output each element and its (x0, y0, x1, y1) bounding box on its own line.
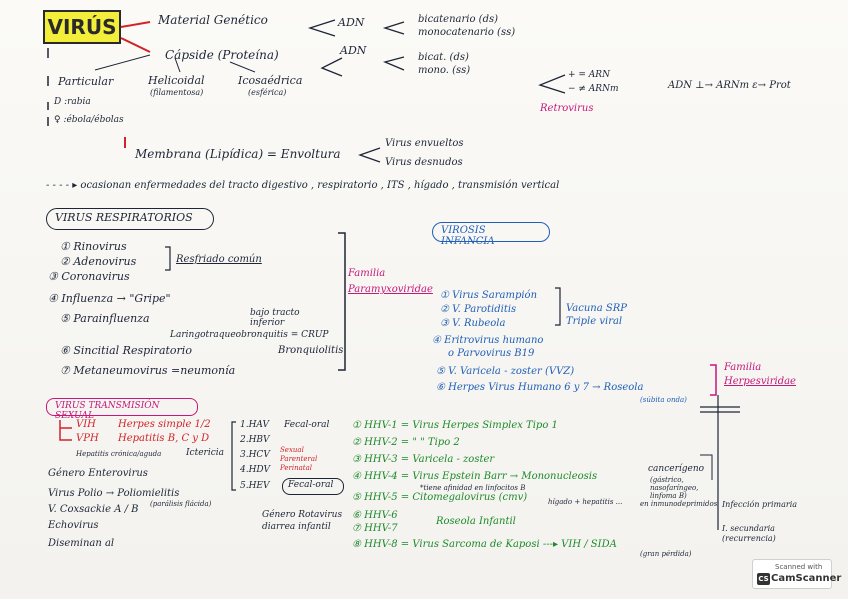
genero-rotavirus: Género Rotavirus (262, 510, 343, 520)
hhv-item-6: ⑥ HHV-6 (352, 510, 398, 521)
sida-sub: (gran pérdida) (640, 550, 692, 558)
inf-item-4b: o Parvovirus B19 (448, 348, 535, 359)
minus-arn: − ≠ ARNm (568, 84, 619, 94)
infancia-header: VIROSIS INFANCIA (432, 222, 550, 247)
inf-item-2: ② V. Parotiditis (440, 304, 517, 315)
diseases-line: - - - - ▸ ocasionan enfermedades del tra… (46, 180, 560, 191)
helicoidal: Helicoidal (148, 74, 205, 87)
coxsackie: V. Coxsackie A / B (48, 504, 139, 515)
familia-paramyxo-label: Familia (348, 268, 386, 279)
hepatitis: Hepatitis B, C y D (118, 433, 210, 444)
bajo-tracto: bajo tracto inferior (250, 308, 300, 328)
resp-item-1: ① Rinovirus (60, 240, 127, 253)
icosaedrica: Icosaédrica (238, 74, 303, 87)
genero-enterovirus: Género Enterovirus (48, 468, 148, 479)
resp-item-6: ⑥ Sincitial Respiratorio (60, 344, 192, 357)
resp-item-2: ② Adenovirus (60, 255, 137, 268)
roseola-sub: (súbita onda) (640, 396, 687, 404)
diarrea-infantil: diarrea infantil (262, 522, 331, 532)
fecal-oral-1: Fecal-oral (284, 420, 330, 430)
adn-label-1: ADN (338, 16, 365, 29)
hhv-item-1: ① HHV-1 = Virus Herpes Simplex Tipo 1 (352, 420, 558, 431)
resp-item-4: ④ Influenza → "Gripe" (48, 292, 171, 305)
resp-item-3: ③ Coronavirus (48, 270, 130, 283)
herpesviridae: Herpesviridae (724, 376, 796, 387)
camscanner-badge: Scanned with CS CamScanner (752, 559, 841, 589)
echovirus: Echovirus (48, 520, 99, 531)
rabia-note: D :rabia (54, 97, 91, 107)
hhv-item-2: ② HHV-2 = " " Tipo 2 (352, 437, 460, 448)
capside: Cápside (Proteína) (165, 48, 279, 62)
resp-item-7: ⑦ Metaneumovirus =neumonía (60, 364, 236, 377)
central-dogma: ADN ⊥→ ARNm ε→ Prot (668, 80, 791, 91)
hepatitis-note: Hepatitis crónica/aguda (76, 450, 162, 458)
herpes-simple: Herpes simple 1/2 (118, 419, 211, 430)
vph: VPH (76, 433, 99, 444)
higado-note: hígado + hepatitis ... (548, 498, 623, 506)
hdv: 4.HDV (240, 465, 270, 475)
resfriado-comun: Resfriado común (176, 254, 262, 265)
paralisis-flacida: (parálisis flácida) (150, 500, 212, 508)
cancerigeno: cancerígeno (648, 464, 705, 474)
sexual-header: VIRUS TRANSMISIÓN SEXUAL (46, 398, 198, 421)
ebola-note: ♀ :ébola/ébolas (54, 115, 124, 125)
membrana: Membrana (Lipídica) = Envoltura (135, 147, 341, 161)
retrovirus: Retrovirus (540, 103, 594, 114)
bronquiolitis: Bronquiolitis (278, 345, 344, 356)
ictericia: Ictericia (186, 448, 225, 458)
plus-arn: + = ARN (568, 70, 610, 80)
scanner-line-1: Scanned with (775, 563, 823, 571)
hhv-item-4: ④ HHV-4 = Virus Epstein Barr → Mononucle… (352, 471, 598, 482)
mono: mono. (ss) (418, 65, 471, 76)
familia-herpes-label: Familia (724, 362, 762, 373)
bicat: bicat. (ds) (418, 52, 469, 63)
roseola-infantil: Roseola Infantil (436, 516, 516, 527)
camscanner-logo-icon: CS (757, 573, 770, 585)
adn-label-2: ADN (340, 44, 367, 57)
monocatenario: monocatenario (ss) (418, 27, 516, 38)
scanner-line-2: CamScanner (771, 573, 842, 584)
bicatenario: bicatenario (ds) (418, 14, 499, 25)
icosaedrica-sub: (esférica) (248, 88, 287, 97)
infeccion-secundaria: I. secundaria (recurrencia) (722, 524, 776, 543)
inf-item-4: ④ Eritrovirus humano (432, 335, 544, 346)
inf-item-5: ⑤ V. Varicela - zoster (VVZ) (436, 366, 575, 377)
hcv: 3.HCV (240, 450, 270, 460)
hav: 1.HAV (240, 420, 269, 430)
hhv-item-5: ⑤ HHV-5 = Citomegalovirus (cmv) (352, 492, 528, 503)
paramyxoviridae: Paramyxoviridae (348, 284, 433, 295)
fecal-oral-2: Fecal-oral (282, 478, 344, 495)
helicoidal-sub: (filamentosa) (150, 88, 204, 97)
particular: Particular (58, 75, 114, 88)
resp-item-5: ⑤ Parainfluenza (60, 312, 150, 325)
respiratorios-header: VIRUS RESPIRATORIOS (46, 208, 214, 230)
vih: VIH (76, 419, 96, 430)
hhv-item-3: ③ HHV-3 = Varicela - zoster (352, 454, 495, 465)
inf-item-3: ③ V. Rubeola (440, 318, 506, 329)
disemina: Diseminan al (48, 538, 115, 549)
linfocitos-note: *tiene afinidad en linfocitos B (420, 484, 526, 492)
virus-envueltos: Virus envueltos (385, 138, 464, 149)
hhv-item-8: ⑧ HHV-8 = Virus Sarcoma de Kaposi ---▸ V… (352, 539, 617, 550)
cancer-detail: (gástrico, nasofaríngeo, linfoma B) (650, 476, 699, 500)
polio: Virus Polio → Poliomielitis (48, 488, 180, 499)
inf-item-1: ① Virus Sarampión (440, 290, 538, 301)
material-genetico: Material Genético (158, 13, 268, 27)
inmunodeprimidos: en inmunodeprimidos (640, 500, 718, 508)
title-box: VIRÚS (43, 10, 121, 44)
hev: 5.HEV (240, 481, 270, 491)
sexual-parenteral: Sexual Parenteral Perinatal (280, 446, 318, 472)
hbv: 2.HBV (240, 435, 270, 445)
triple-viral: Triple viral (566, 316, 623, 327)
hhv-item-7: ⑦ HHV-7 (352, 523, 398, 534)
virus-desnudos: Virus desnudos (385, 157, 463, 168)
infeccion-primaria: Infección primaria (722, 500, 798, 509)
vacuna-srp: Vacuna SRP (566, 303, 627, 314)
laringotraqueo: Laringotraqueobronquitis = CRUP (170, 330, 329, 340)
inf-item-6: ⑥ Herpes Virus Humano 6 y 7 → Roseola (436, 382, 644, 393)
